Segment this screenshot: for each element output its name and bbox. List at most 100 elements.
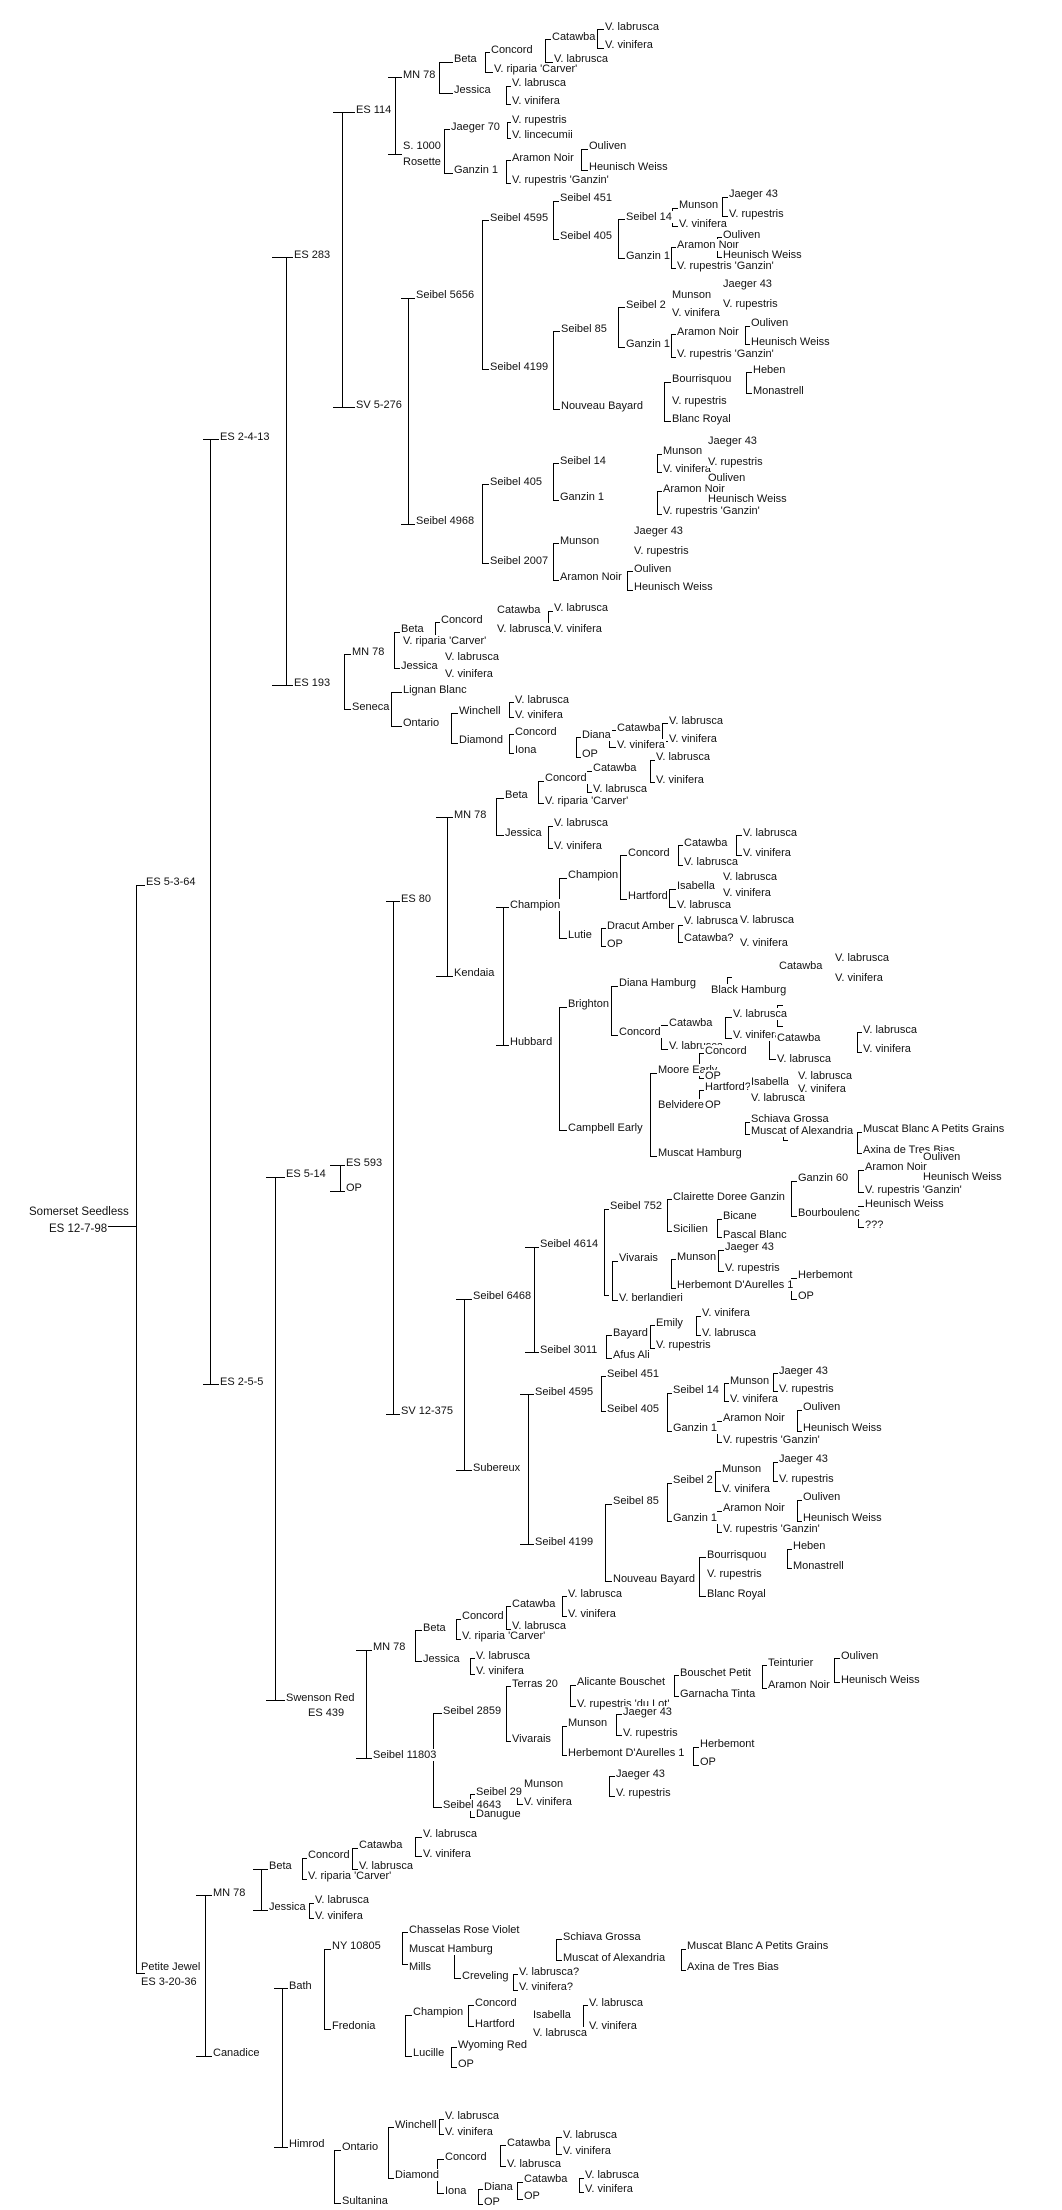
tree-connector xyxy=(857,1032,858,1052)
node-node: ??? xyxy=(864,1219,885,1231)
tree-connector xyxy=(718,1271,724,1272)
node-v-labrusca: V. labrusca xyxy=(422,1828,479,1840)
tree-connector xyxy=(538,781,539,803)
node-mn-78: MN 78 xyxy=(453,809,488,821)
tree-connector xyxy=(507,122,511,123)
node-v-labrusca: V. labrusca xyxy=(676,899,733,911)
tree-connector xyxy=(559,1007,567,1008)
tree-connector xyxy=(579,2178,580,2192)
tree-connector xyxy=(506,1606,511,1607)
tree-connector xyxy=(722,216,728,217)
tree-connector xyxy=(597,29,604,30)
tree-connector xyxy=(627,590,633,591)
node-v-labrusca: V. labrusca? xyxy=(518,1966,581,1978)
tree-connector xyxy=(468,2026,474,2027)
tree-connector xyxy=(556,2137,557,2154)
node-v-vinifera: V. vinifera xyxy=(314,1910,364,1922)
tree-connector xyxy=(581,170,588,171)
node-lignan-blanc: Lignan Blanc xyxy=(402,684,468,696)
tree-connector xyxy=(344,654,345,709)
node-concord: Concord xyxy=(444,2151,488,2163)
node-jessica: Jessica xyxy=(504,827,543,839)
tree-connector xyxy=(388,2178,394,2179)
node-blanc-royal: Blanc Royal xyxy=(671,413,732,425)
tree-connector xyxy=(667,1393,668,1431)
tree-connector xyxy=(496,1045,509,1046)
node-muscat-of-alexandria: Muscat of Alexandria xyxy=(562,1952,667,1964)
node-ouliven: Ouliven xyxy=(802,1491,842,1503)
node-v-vinifera: V. vinifera xyxy=(604,39,654,51)
tree-connector xyxy=(205,1895,206,2056)
tree-connector xyxy=(553,409,560,410)
tree-connector xyxy=(667,1199,672,1200)
tree-connector xyxy=(650,1073,657,1074)
node-v-rupestris: V. rupestris xyxy=(707,456,764,468)
node-seibel-2: Seibel 2 xyxy=(672,1474,714,1486)
node-seibel-14: Seibel 14 xyxy=(559,455,607,467)
tree-connector xyxy=(517,2182,518,2199)
tree-connector xyxy=(456,1639,461,1640)
tree-connector xyxy=(553,543,559,544)
node-ouliven: Ouliven xyxy=(633,563,673,575)
tree-connector xyxy=(302,1858,303,1879)
tree-connector xyxy=(736,835,742,836)
node-v-labrusca: V. labrusca xyxy=(739,914,796,926)
node-hartford: Hartford? xyxy=(704,1081,752,1093)
node-heunisch-weiss: Heunisch Weiss xyxy=(802,1512,883,1524)
tree-connector xyxy=(456,1619,457,1639)
tree-connector xyxy=(620,855,621,899)
node-v-rupestris-ganzin: V. rupestris 'Ganzin' xyxy=(511,174,610,186)
node-aramon-noir: Aramon Noir xyxy=(864,1161,928,1173)
tree-connector xyxy=(605,1504,612,1505)
tree-connector xyxy=(451,713,452,743)
tree-connector xyxy=(699,1557,700,1596)
tree-connector xyxy=(456,1470,472,1471)
node-himrod: Himrod xyxy=(288,2138,326,2150)
node-wyoming-red: Wyoming Red xyxy=(457,2039,528,2051)
tree-connector xyxy=(612,1261,618,1262)
tree-connector xyxy=(724,1383,729,1384)
node-ganzin-1: Ganzin 1 xyxy=(453,164,500,176)
tree-connector xyxy=(834,1658,840,1659)
tree-connector xyxy=(601,946,606,947)
tree-connector xyxy=(746,372,747,393)
parent-swenson-red: Swenson Red xyxy=(285,1692,356,1704)
tree-connector xyxy=(517,1804,523,1805)
tree-connector xyxy=(773,1373,774,1391)
tree-connector xyxy=(513,1990,518,1991)
node-concord: Concord xyxy=(461,1610,505,1622)
node-v-labrusca: V. labrusca xyxy=(444,2110,501,2122)
node-vivarais: Vivarais xyxy=(618,1252,659,1264)
tree-connector xyxy=(439,62,453,63)
tree-connector xyxy=(618,219,619,258)
node-catawba: Catawba xyxy=(523,2173,569,2185)
node-es-114: ES 114 xyxy=(355,104,393,116)
node-es-193: ES 193 xyxy=(293,677,332,689)
node-op: OP xyxy=(606,938,624,950)
node-ontario: Ontario xyxy=(341,2141,380,2153)
node-v-rupestris: V. rupestris xyxy=(633,545,690,557)
tree-connector xyxy=(391,692,402,693)
tree-connector xyxy=(696,1316,701,1317)
node-v-labrusca: V. labrusca xyxy=(496,623,553,635)
tree-connector xyxy=(435,622,440,623)
node-nouveau-bayard: Nouveau Bayard xyxy=(612,1573,696,1585)
tree-connector xyxy=(553,239,559,240)
tree-connector xyxy=(196,2056,212,2057)
node-seibel-11803: Seibel 11803 xyxy=(372,1749,438,1761)
tree-connector xyxy=(210,439,211,1384)
tree-connector xyxy=(664,382,665,421)
node-diana: Diana xyxy=(483,2181,514,2193)
tree-connector xyxy=(436,817,453,818)
tree-connector xyxy=(667,1393,672,1394)
tree-connector xyxy=(699,1557,706,1558)
node-es-2-4-13: ES 2-4-13 xyxy=(219,431,271,443)
node-v-vinifera: V. vinifera xyxy=(422,1848,472,1860)
tree-connector xyxy=(797,1500,802,1501)
node-ouliven: Ouliven xyxy=(588,140,628,152)
node-catawba: Catawba xyxy=(778,960,824,972)
tree-connector xyxy=(556,1939,557,1960)
tree-connector xyxy=(717,1532,722,1533)
node-champion: Champion xyxy=(412,2006,465,2018)
tree-connector xyxy=(616,1714,617,1735)
